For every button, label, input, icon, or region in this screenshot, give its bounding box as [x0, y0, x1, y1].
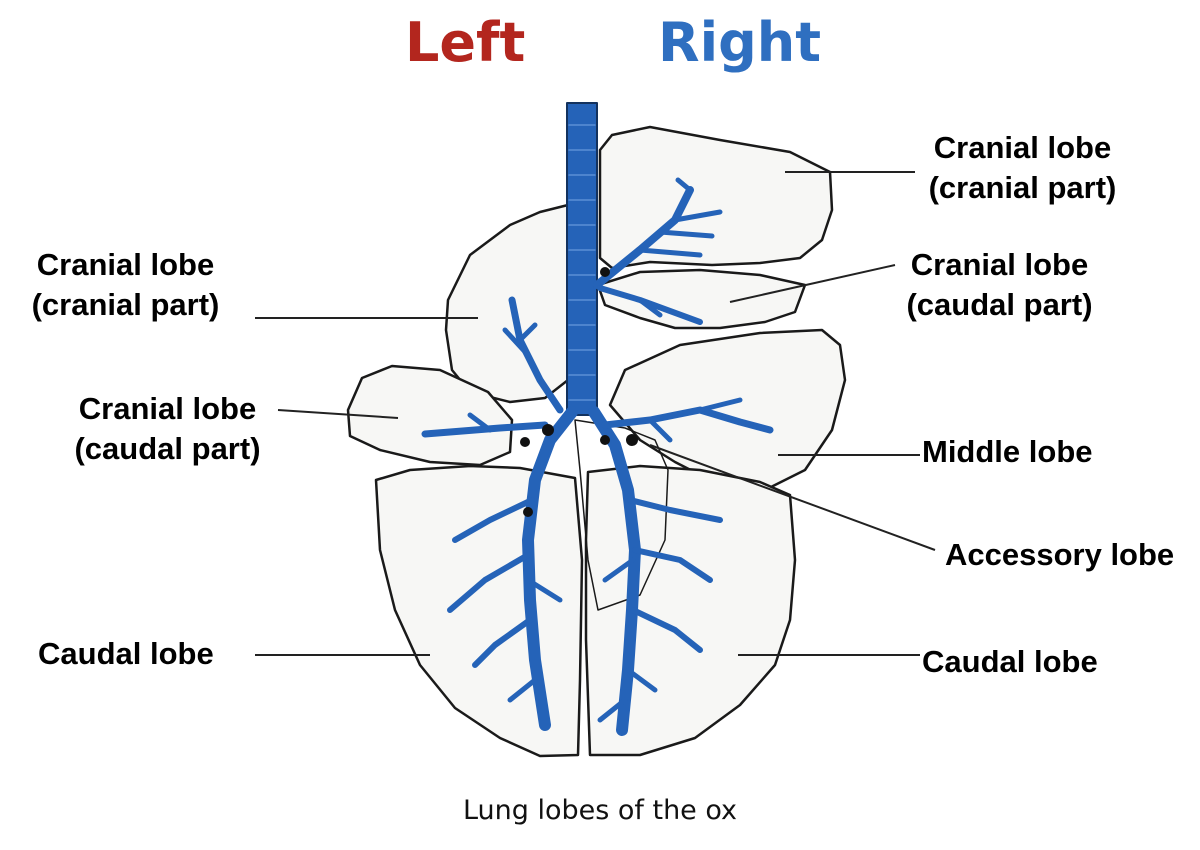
accessory-lobe [574, 419, 669, 611]
left-cranial-lobe-caudal-part [346, 364, 514, 467]
label-left-cranial-lobe-cranial-part: Cranial lobe (cranial part) [31, 247, 220, 322]
left-cranial-lobe-cranial-part [444, 203, 572, 404]
label-accessory-lobe: Accessory lobe [945, 537, 1175, 572]
label-middle-lobe: Middle lobe [922, 434, 1093, 469]
middle-lobe [608, 328, 847, 492]
leader-lines [255, 171, 936, 656]
label-right-cranial-lobe-caudal-part: Cranial lobe (caudal part) [906, 247, 1093, 322]
leader-right-cranial-caudal [729, 264, 896, 303]
left-caudal-lobe [374, 464, 584, 758]
tracheal-bronchus [593, 186, 694, 289]
label-right-cranial-lobe-cranial-part: Cranial lobe (cranial part) [928, 130, 1117, 205]
right-heading: Right [658, 11, 822, 74]
figure-caption: Lung lobes of the ox [462, 795, 738, 826]
trachea-rings [568, 124, 596, 401]
leader-left-cranial-caudal [277, 409, 399, 419]
trachea-and-bronchi [421, 102, 774, 736]
right-cranial-lobe-caudal-part [596, 268, 807, 330]
left-heading: Left [405, 11, 526, 74]
label-right-caudal-lobe: Caudal lobe [922, 644, 1098, 679]
right-caudal-lobe [584, 464, 797, 757]
leader-accessory [649, 444, 936, 551]
bronchial-openings [520, 267, 638, 517]
label-left-cranial-lobe-caudal-part: Cranial lobe (caudal part) [74, 391, 261, 466]
right-cranial-lobe-cranial-part [598, 125, 834, 270]
trachea [566, 102, 598, 416]
left-main-bronchus [522, 406, 578, 731]
label-left-caudal-lobe: Caudal lobe [38, 636, 214, 671]
